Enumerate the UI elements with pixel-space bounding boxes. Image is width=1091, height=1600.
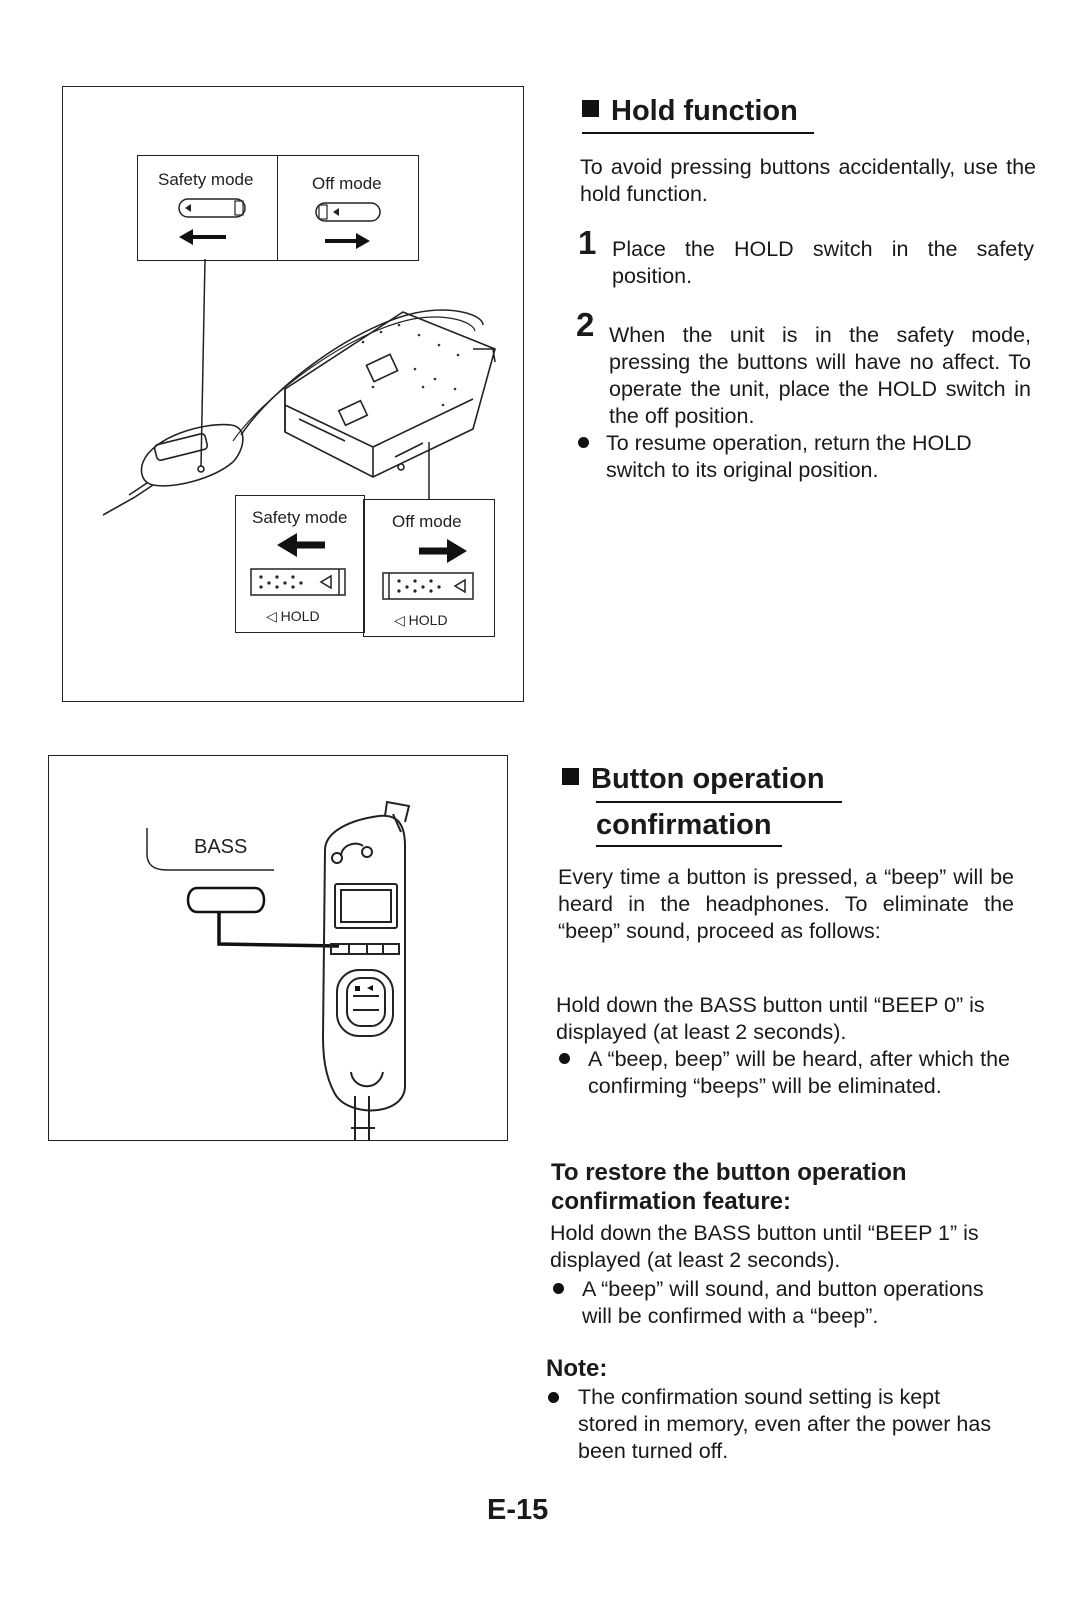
hold-heading-underline [582,132,814,134]
top-left-arrow-icon [179,229,226,245]
bottom-safety-mode-box: Safety mode ◁ HOLD [235,495,365,633]
heading-square-icon [582,100,599,117]
note-bullet-icon [548,1392,559,1403]
player-dots [361,323,460,407]
button-bullet-icon [559,1053,570,1064]
top-off-mode-label: Off mode [312,174,382,193]
hold-step-2-text: When the unit is in the safety mode, pre… [609,323,1031,428]
hold-function-heading: Hold function [582,94,798,128]
top-switch-icons [102,198,496,600]
heading-square-icon [562,768,579,785]
button-operation-title-line2: confirmation [596,809,772,841]
button-operation-title-line1: Button operation [591,763,825,795]
hold-bullet-text: To resume operation, return the HOLD swi… [606,431,972,482]
bottom-safety-mode-label: Safety mode [252,508,348,527]
top-off-switch-icon [315,202,381,222]
restore-text: Hold down the BASS button until “BEEP 1”… [550,1221,979,1272]
button-bullet-text: A “beep, beep” will be heard, after whic… [588,1047,1010,1098]
bass-remote-drawing [146,800,411,1140]
note-heading: Note: [546,1355,608,1382]
hold-function-title: Hold function [611,95,798,127]
bottom-safety-switch-icon [250,568,346,596]
bottom-off-hold-caption: ◁ HOLD [394,612,448,628]
restore-bullet-icon [553,1283,564,1294]
hold-step-1-number: 1 [578,224,597,261]
hold-step-2-number: 2 [576,306,595,343]
top-right-arrow-icon [325,233,370,249]
bottom-off-mode-label: Off mode [392,512,462,531]
bottom-right-arrow-icon [419,539,467,563]
top-off-mode-box: Off mode [277,155,419,261]
top-safety-switch-icon [178,198,246,218]
bottom-safety-hold-caption: ◁ HOLD [266,608,320,624]
bass-label: BASS [194,836,248,858]
hold-figure: Safety mode Off mode [62,86,524,702]
remote-control-drawing [102,423,244,516]
bass-figure: BASS [48,755,508,1141]
button-heading-underline-2 [596,845,782,847]
hold-bullet-icon [578,437,589,448]
bottom-off-switch-icon [382,572,474,600]
bottom-left-arrow-icon [277,533,325,557]
top-safety-mode-box: Safety mode [137,155,279,261]
button-operation-heading-line2: confirmation [596,808,772,842]
hold-intro: To avoid pressing buttons accidentally, … [580,155,1036,206]
bass-button-icon [186,886,266,914]
top-safety-mode-label: Safety mode [158,170,254,189]
button-heading-underline-1 [596,801,842,803]
hold-step-1-text: Place the HOLD switch in the safety posi… [612,237,1034,288]
button-instruction: Hold down the BASS button until “BEEP 0”… [556,993,985,1044]
button-operation-heading: Button operation [562,762,825,796]
restore-heading: To restore the button operation confirma… [551,1159,907,1215]
page-number: E-15 [487,1494,549,1526]
restore-bullet-text: A “beep” will sound, and button operatio… [582,1277,984,1328]
bottom-off-mode-box: Off mode ◁ HOLD [363,499,495,637]
player-unit-drawing [284,311,496,478]
button-intro: Every time a button is pressed, a “beep”… [558,865,1014,943]
note-bullet-text: The confirmation sound setting is kept s… [578,1385,992,1463]
